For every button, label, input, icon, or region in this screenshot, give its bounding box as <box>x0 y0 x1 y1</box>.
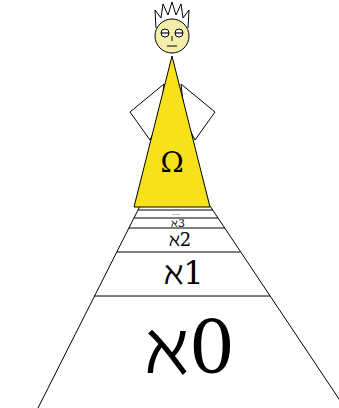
aleph-label: ℵ3 <box>171 218 185 229</box>
eyelid <box>175 32 183 33</box>
eyelid <box>161 32 169 33</box>
eye <box>175 29 183 37</box>
ellipsis-label: ... <box>172 209 180 217</box>
step-line <box>117 252 240 253</box>
aleph-label: ℵ1 <box>164 257 203 289</box>
omega-label: Ω <box>160 149 183 177</box>
eye <box>161 29 169 37</box>
aleph-label: ℵ0 <box>145 312 235 384</box>
mouth <box>167 46 177 47</box>
aleph-label: ℵ2 <box>169 231 191 249</box>
road-edge <box>38 206 140 408</box>
body-triangle <box>134 56 210 207</box>
step-line <box>94 296 270 297</box>
head <box>155 19 189 53</box>
nose <box>172 36 173 41</box>
